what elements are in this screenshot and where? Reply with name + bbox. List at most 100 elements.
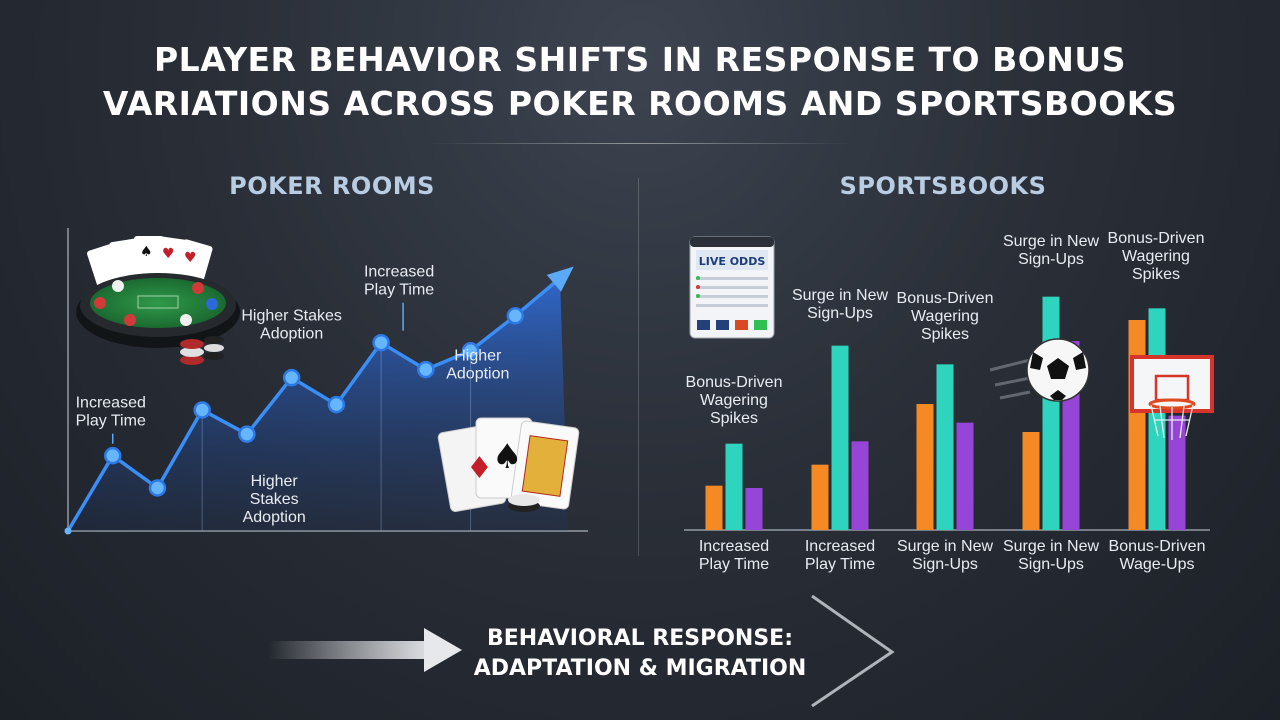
- sportsbooks-bar: [831, 345, 849, 530]
- sportsbooks-bar: [1148, 308, 1166, 530]
- sportsbooks-bar: [1022, 432, 1040, 530]
- sportsbooks-bar-annotation-line: Sign-Ups: [1018, 251, 1084, 268]
- poker-annotation-line: Adoption: [446, 366, 509, 383]
- poker-section-title: POKER ROOMS: [229, 172, 435, 200]
- poker-annotation-line: Increased: [76, 395, 146, 412]
- sportsbooks-bar: [725, 443, 743, 530]
- title-line-2: VARIATIONS ACROSS POKER ROOMS AND SPORTS…: [102, 84, 1178, 123]
- poker-data-point: [103, 446, 122, 465]
- poker-area-fill: [68, 278, 568, 531]
- sportsbooks-category-label-line: Sign-Ups: [1018, 556, 1084, 573]
- playing-cards-fan: ♠ ♥ ♥: [87, 236, 213, 291]
- footer-line-2: ADAPTATION & MIGRATION: [473, 656, 807, 681]
- poker-trend-arrowhead: [546, 266, 574, 292]
- footer-caption: BEHAVIORAL RESPONSE: ADAPTATION & MIGRAT…: [440, 624, 840, 684]
- sportsbooks-bar-annotation-line: Surge in New: [1003, 233, 1099, 250]
- playing-cards-illustration: ♦ ♠: [437, 417, 580, 512]
- sportsbooks-bar: [705, 485, 723, 530]
- footer-line-1: BEHAVIORAL RESPONSE:: [486, 626, 794, 651]
- poker-data-point: [64, 527, 72, 535]
- sportsbooks-bar: [1042, 296, 1060, 530]
- sportsbooks-category-label-line: Surge in New: [897, 538, 993, 555]
- poker-series-line: [66, 276, 562, 532]
- poker-annotation-line: Higher: [251, 473, 299, 490]
- sportsbooks-bar-annotation-line: Wagering: [911, 308, 979, 325]
- sportsbooks-bar-annotation-line: Bonus-Driven: [897, 290, 994, 307]
- poker-data-point: [282, 368, 301, 387]
- sportsbooks-bar: [811, 464, 829, 530]
- sportsbooks-bar: [956, 422, 974, 530]
- poker-data-point: [417, 360, 435, 379]
- sportsbooks-category-label-line: Increased: [805, 538, 875, 555]
- poker-data-point: [148, 479, 167, 497]
- poker-data-point: [461, 342, 480, 360]
- sportsbooks-category-label-line: Increased: [699, 538, 769, 555]
- poker-annotation-line: Stakes: [250, 491, 299, 508]
- sportsbooks-bar-annotation-line: Sign-Ups: [807, 305, 873, 322]
- title-divider: [430, 143, 850, 144]
- poker-data-point: [327, 395, 346, 414]
- poker-annotation-line: Higher: [454, 348, 502, 365]
- sportsbooks-bar: [1168, 415, 1186, 530]
- sportsbooks-category-label-line: Surge in New: [1003, 538, 1099, 555]
- svg-text:♥: ♥: [162, 246, 175, 262]
- sportsbooks-bar: [1128, 320, 1146, 530]
- sportsbooks-category-label-line: Wage-Ups: [1120, 556, 1195, 573]
- svg-text:♥: ♥: [184, 250, 197, 266]
- sportsbooks-section-title: SPORTSBOOKS: [839, 172, 1047, 200]
- sportsbooks-bar-annotation-line: Wagering: [1122, 248, 1190, 265]
- section-divider: [638, 178, 639, 556]
- sportsbooks-category-label-line: Play Time: [805, 556, 875, 573]
- chip-stack: [180, 336, 224, 365]
- sportsbooks-bar-annotation-line: Surge in New: [792, 287, 888, 304]
- live-odds-widget: LIVE ODDS: [689, 236, 775, 339]
- live-odds-label: LIVE ODDS: [699, 255, 766, 268]
- poker-annotation-line: Adoption: [260, 326, 323, 343]
- sportsbooks-bar: [745, 488, 763, 530]
- poker-data-point: [506, 307, 525, 325]
- sportsbooks-bar-annotation-line: Wagering: [700, 392, 768, 409]
- sportsbooks-bar: [851, 441, 869, 530]
- title-line-1: PLAYER BEHAVIOR SHIFTS IN RESPONSE TO BO…: [154, 40, 1126, 79]
- poker-annotation-line: Increased: [364, 264, 434, 281]
- sportsbooks-bar: [916, 404, 934, 530]
- poker-data-point: [193, 401, 211, 419]
- poker-annotation-line: Play Time: [76, 413, 146, 430]
- sportsbooks-bar-annotation-line: Spikes: [921, 326, 969, 343]
- sportsbooks-bar-annotation-line: Bonus-Driven: [1108, 230, 1205, 247]
- svg-text:♠: ♠: [492, 437, 522, 477]
- sportsbooks-bar-annotation-line: Spikes: [710, 410, 758, 427]
- sportsbooks-bar-annotation-line: Spikes: [1132, 266, 1180, 283]
- page-title: PLAYER BEHAVIOR SHIFTS IN RESPONSE TO BO…: [0, 38, 1280, 126]
- poker-annotation-line: Higher Stakes: [241, 308, 342, 325]
- sportsbooks-category-label-line: Bonus-Driven: [1109, 538, 1206, 555]
- svg-text:♠: ♠: [140, 244, 153, 260]
- sportsbooks-bar-annotation-line: Bonus-Driven: [686, 374, 783, 391]
- poker-annotation-line: Adoption: [243, 509, 306, 526]
- footer-chevron-right: [811, 594, 895, 708]
- poker-table-illustration: ♠ ♥ ♥: [76, 236, 240, 365]
- sportsbooks-category-label-line: Play Time: [699, 556, 769, 573]
- soccer-ball-icon: [989, 338, 1090, 402]
- svg-text:♦: ♦: [466, 451, 493, 486]
- poker-data-point: [238, 425, 256, 443]
- basketball-hoop-icon: [1130, 355, 1214, 440]
- poker-annotation-line: Play Time: [364, 282, 434, 299]
